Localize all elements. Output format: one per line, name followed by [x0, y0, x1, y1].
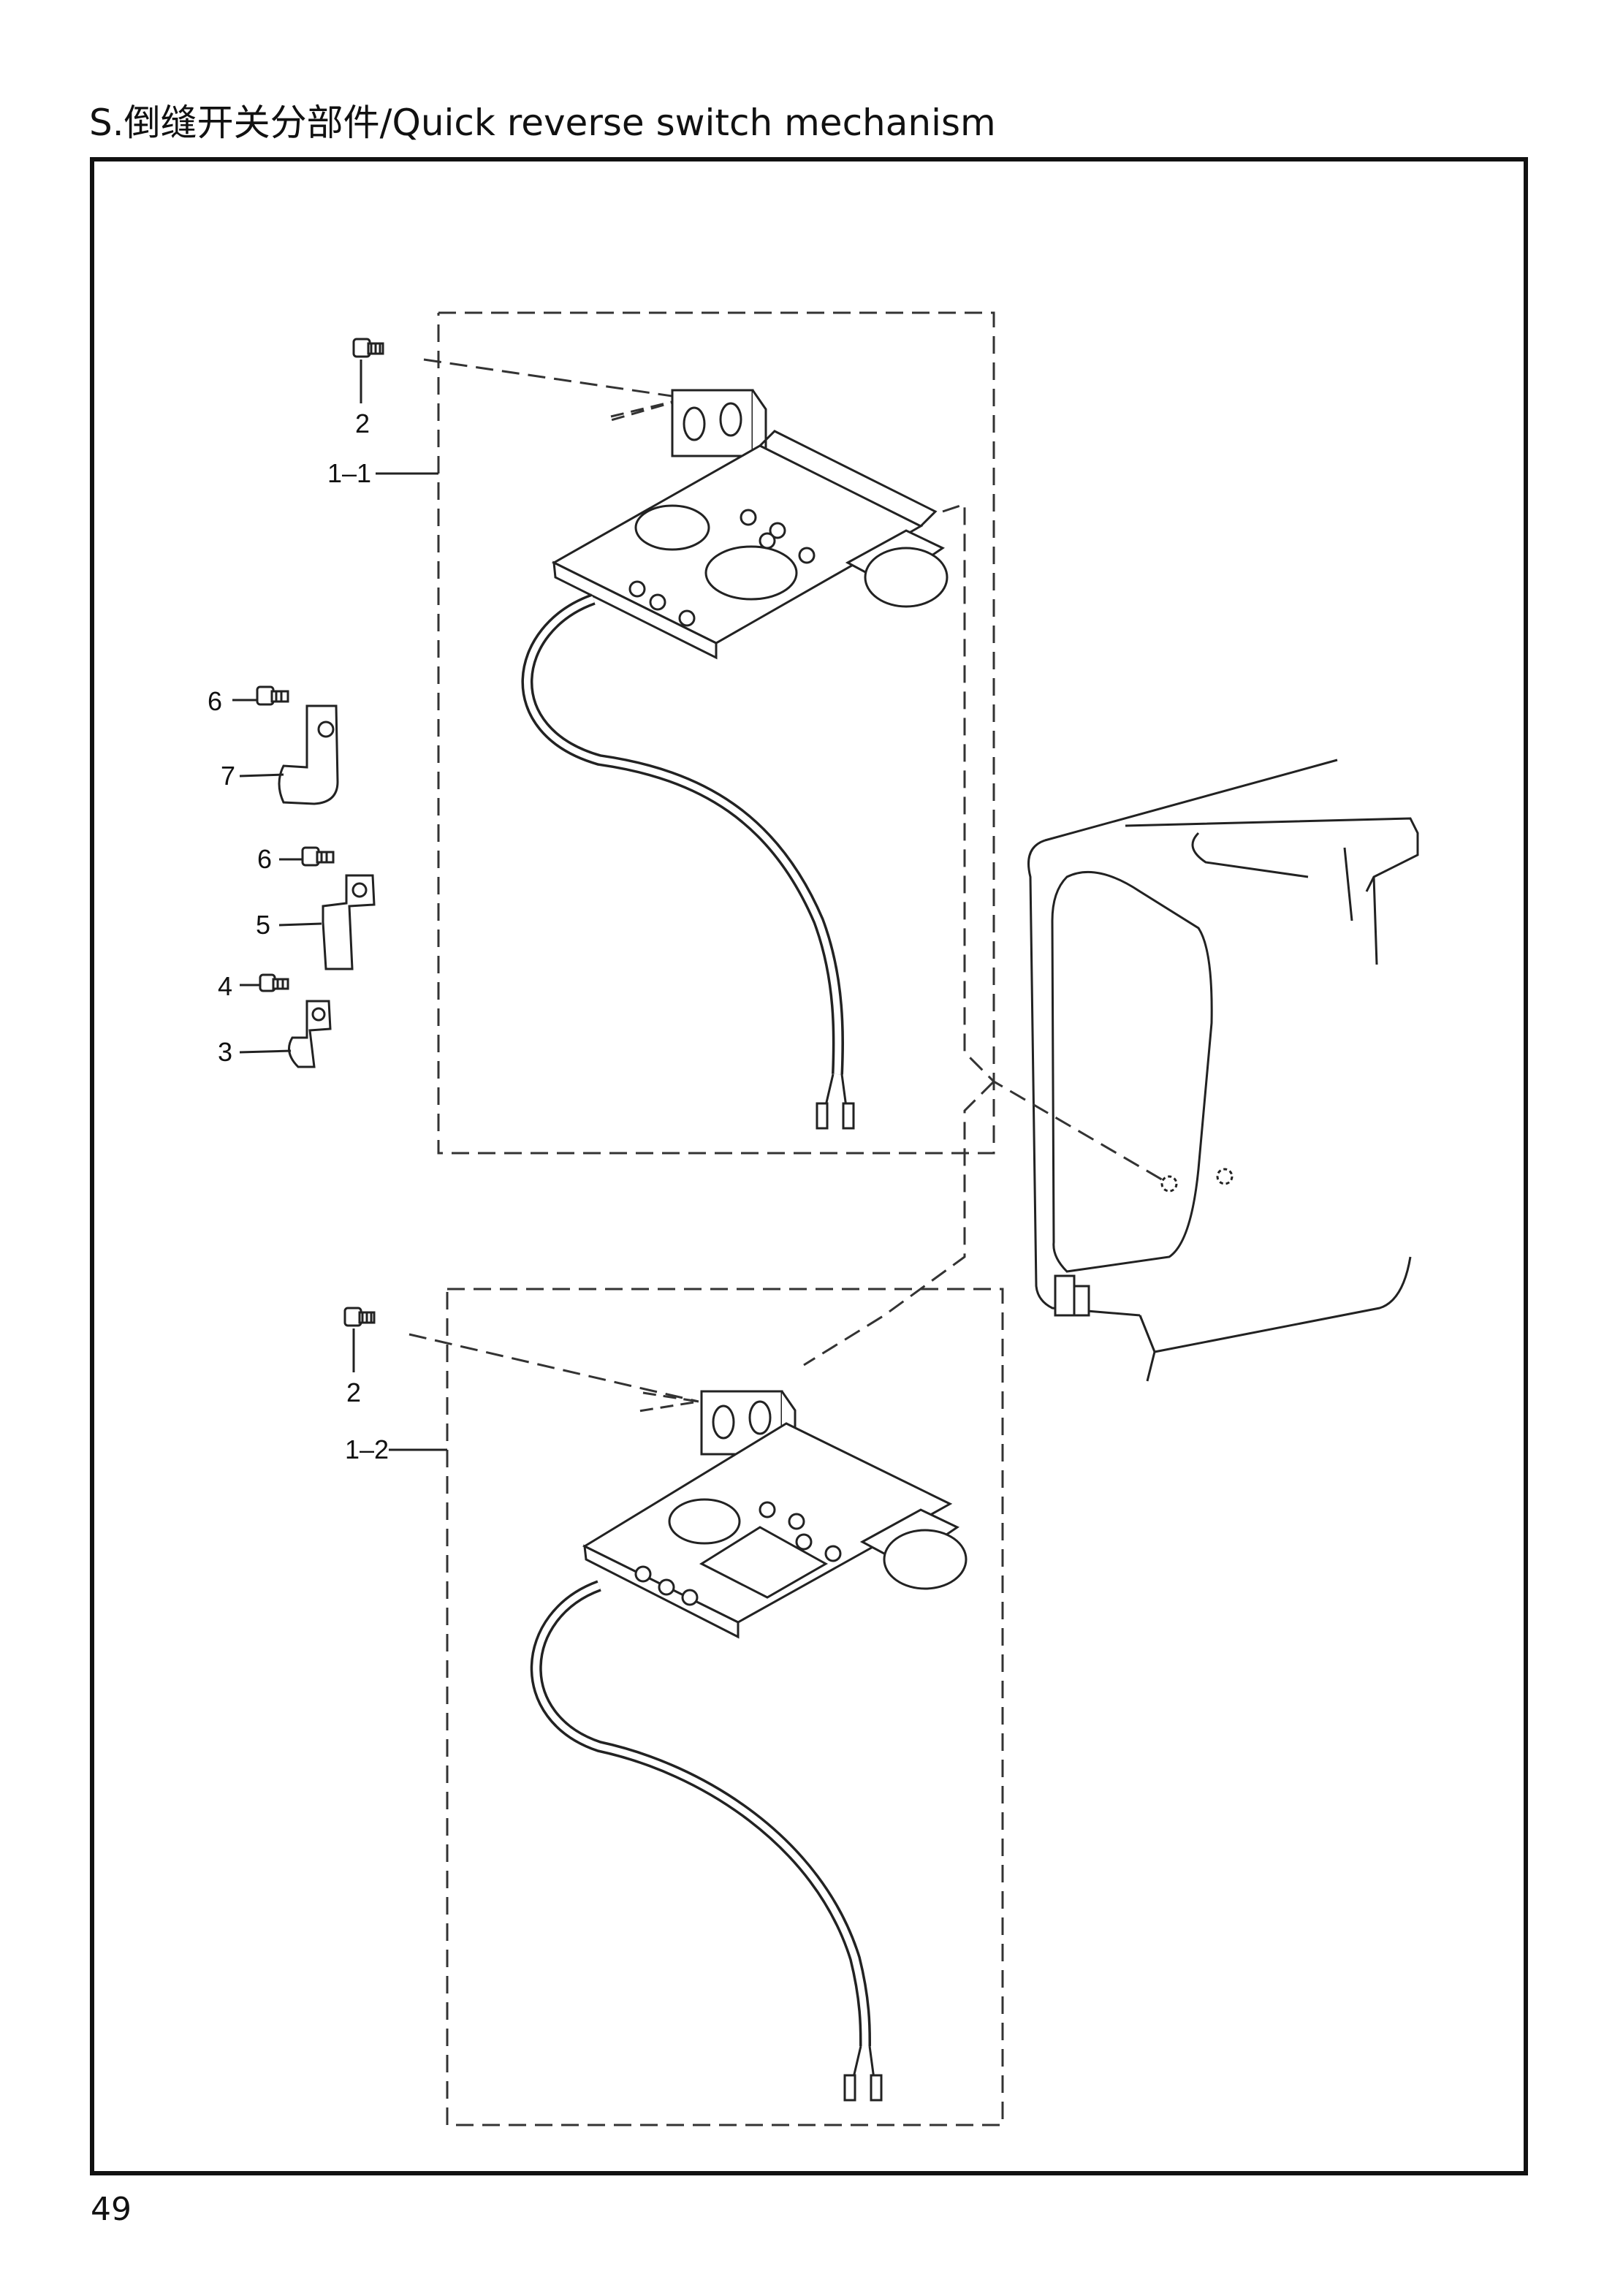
diagram-frame — [90, 157, 1528, 2175]
screw-2-top-icon — [352, 338, 384, 358]
clamp-7-icon — [278, 704, 339, 805]
screw-4-icon — [259, 973, 289, 992]
callout-assembly-1-1: 1–1 — [327, 458, 371, 488]
callout-assembly-1-2: 1–2 — [345, 1434, 389, 1464]
page-title: S.倒缝开关分部件/Quick reverse switch mechanism — [89, 102, 996, 144]
screw-2-bottom-icon — [343, 1307, 376, 1327]
leader-screw-2-bottom — [408, 1333, 699, 1403]
screw-6-a-icon — [256, 685, 289, 706]
callout-screw-6-a: 6 — [208, 686, 222, 716]
clamp-5-icon — [322, 874, 376, 970]
page-number: 49 — [91, 2191, 132, 2228]
group-box-1-2 — [446, 1288, 1004, 2126]
callout-screw-6-b: 6 — [257, 844, 272, 874]
leader-arm-mount — [942, 502, 1170, 1185]
callout-screw-4: 4 — [218, 971, 232, 1001]
group-box-1-1 — [437, 311, 995, 1155]
callout-screw-2-top: 2 — [355, 408, 370, 438]
leader-screw-2-top — [423, 358, 688, 400]
callout-clamp-5: 5 — [256, 910, 270, 940]
callout-clamp-7: 7 — [221, 761, 235, 791]
machine-arm-housing — [1027, 759, 1419, 1382]
screw-6-b-icon — [301, 846, 335, 867]
reverse-switch-assembly-1-1 — [521, 389, 949, 1130]
callout-screw-2-bottom: 2 — [346, 1377, 361, 1407]
clamp-3-icon — [288, 1000, 332, 1068]
callout-clamp-3: 3 — [218, 1037, 232, 1067]
reverse-switch-assembly-1-2 — [530, 1390, 968, 2102]
